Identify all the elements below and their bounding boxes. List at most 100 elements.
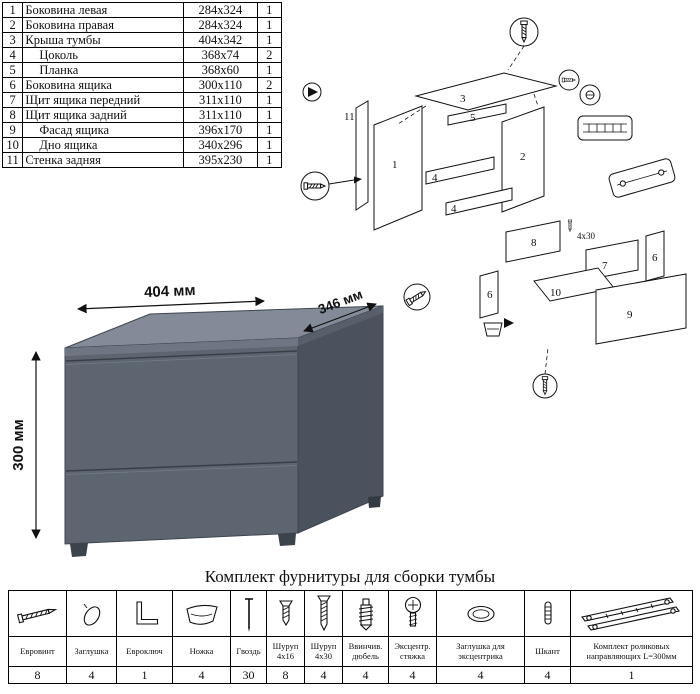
hardware-qty: 4: [388, 666, 437, 684]
cabinet-top-edge: [65, 338, 298, 356]
part-qty: 1: [256, 122, 283, 138]
part-name: Дно ящика: [22, 137, 185, 153]
top-panel: [414, 72, 558, 111]
plinth-front: [425, 156, 495, 185]
parts-row: 4 Цоколь 368x74 2: [1, 47, 283, 63]
drawer-side-left: [479, 270, 499, 319]
right-side-panel: [501, 106, 545, 213]
hardware-name: Гвоздь: [230, 636, 267, 667]
part-size: 311x110: [183, 107, 258, 123]
part-name: Боковина ящика: [22, 77, 185, 93]
parts-row: 3 Крыша тумбы 404x342 1: [1, 32, 283, 48]
hardware-name: Заглушка: [66, 636, 117, 667]
shkant-icon-cell: [524, 590, 571, 637]
parts-row: 5 Планка 368x60 1: [1, 62, 283, 78]
hardware-qty: 30: [230, 666, 267, 684]
part-label-1: 1: [392, 159, 398, 171]
part-size: 396x170: [183, 122, 258, 138]
hardware-qty: 1: [116, 666, 173, 684]
back-panel: [355, 100, 369, 211]
hardware-name: Заглушка для эксцентрика: [436, 636, 525, 667]
dowel-icon: [358, 597, 373, 631]
part-size: 284x324: [183, 17, 258, 33]
drawer-back-shield: [505, 220, 561, 263]
parts-row: 2 Боковина правая 284x324 1: [1, 17, 283, 33]
hardware-name: Шуруп 4х16: [266, 636, 305, 667]
left-side-panel: [373, 105, 423, 231]
hardware-name: Комплект роликовых направляющих L=300мм: [570, 636, 693, 667]
part-qty: 1: [256, 32, 283, 48]
part-num: 8: [1, 107, 24, 123]
parts-row: 6 Боковина ящика 300x110 2: [1, 77, 283, 93]
cabinet-front-face: [64, 337, 299, 545]
hardware-qty: 4: [342, 666, 389, 684]
cap-icon-cell: [66, 590, 117, 637]
part-label-8: 8: [531, 237, 537, 249]
confirmat-icon: [16, 608, 57, 623]
parts-row: 11 Стенка задняя 395x230 1: [1, 152, 283, 168]
part-name: Стенка задняя: [22, 152, 185, 168]
hardware-qty: 8: [8, 666, 67, 684]
screw-4x30-icon-cell: [304, 590, 343, 637]
hardware-name: Евровинт: [8, 636, 67, 667]
detail-roller-guide: [608, 158, 676, 198]
plinth-back: [445, 187, 513, 216]
parts-row: 9 Фасад ящика 396x170 1: [1, 122, 283, 138]
cap-icon: [83, 603, 100, 626]
part-name: Боковина правая: [22, 17, 185, 33]
drawer-side-right: [645, 230, 665, 282]
part-qty: 1: [256, 17, 283, 33]
parts-row: 8 Щит ящика задний 311x110 1: [1, 107, 283, 123]
part-num: 11: [1, 152, 24, 168]
hardware-icons-row: [8, 590, 693, 637]
screw-4x30-icon: [316, 594, 331, 631]
part-size: 404x342: [183, 32, 258, 48]
exploded-diagram: 3 11 1 2 5 4 4 8 4х30 7 6 6 10 9: [300, 17, 687, 399]
confirmat-icon-cell: [8, 590, 67, 637]
part-name: Цоколь: [22, 47, 185, 63]
hardware-qty: 4: [172, 666, 231, 684]
shkant-icon: [543, 600, 552, 625]
screw-4x16-icon-cell: [266, 590, 305, 637]
parts-table: 1 Боковина левая 284x324 1 2 Боковина пр…: [1, 2, 283, 168]
part-num: 7: [1, 92, 24, 108]
part-num: 4: [1, 47, 24, 63]
width-dimension-label: 404 мм: [144, 282, 196, 301]
hardware-qty: 4: [524, 666, 571, 684]
hardware-qty-row: 8 4 1 4 30 8 4 4 4 4 4 1: [8, 666, 693, 684]
part-num: 6: [1, 77, 24, 93]
part-size: 300x110: [183, 77, 258, 93]
hardware-qty: 4: [436, 666, 525, 684]
hardware-qty: 1: [570, 666, 693, 684]
part-num: 5: [1, 62, 24, 78]
leg-glyph: [483, 322, 503, 337]
eccentric-icon: [404, 596, 421, 627]
part-label-4a: 4: [432, 172, 438, 184]
parts-row: 7 Щит ящика передний 311x110 1: [1, 92, 283, 108]
screw-4x16-icon: [278, 599, 293, 626]
parts-row: 10 Дно ящика 340x296 1: [1, 137, 283, 153]
cabinet-leg-front-right: [278, 533, 296, 546]
part-qty: 1: [256, 137, 283, 153]
part-size: 284x324: [183, 2, 258, 18]
part-label-10: 10: [550, 287, 562, 299]
part-label-2: 2: [520, 151, 526, 163]
nail-icon: [244, 597, 253, 632]
hexkey-icon-cell: [116, 590, 173, 637]
part-size: 368x74: [183, 47, 258, 63]
hardware-name: Эксцентр. стяжка: [388, 636, 437, 667]
cabinet-leg-back-right: [368, 496, 381, 508]
roller-guides-icon: [580, 596, 680, 631]
hardware-table: Евровинт Заглушка Евроключ Ножка Гвоздь …: [8, 590, 693, 684]
part-name: Крыша тумбы: [22, 32, 185, 48]
hardware-qty: 8: [266, 666, 305, 684]
part-size: 340x296: [183, 137, 258, 153]
hardware-names-row: Евровинт Заглушка Евроключ Ножка Гвоздь …: [8, 636, 693, 667]
hardware-name: Ножка: [172, 636, 231, 667]
part-label-7: 7: [602, 260, 608, 272]
cabinet-leg-front-left: [70, 543, 88, 557]
part-name: Боковина левая: [22, 2, 185, 18]
part-qty: 1: [256, 152, 283, 168]
leg-icon: [185, 604, 218, 625]
part-size: 368x60: [183, 62, 258, 78]
